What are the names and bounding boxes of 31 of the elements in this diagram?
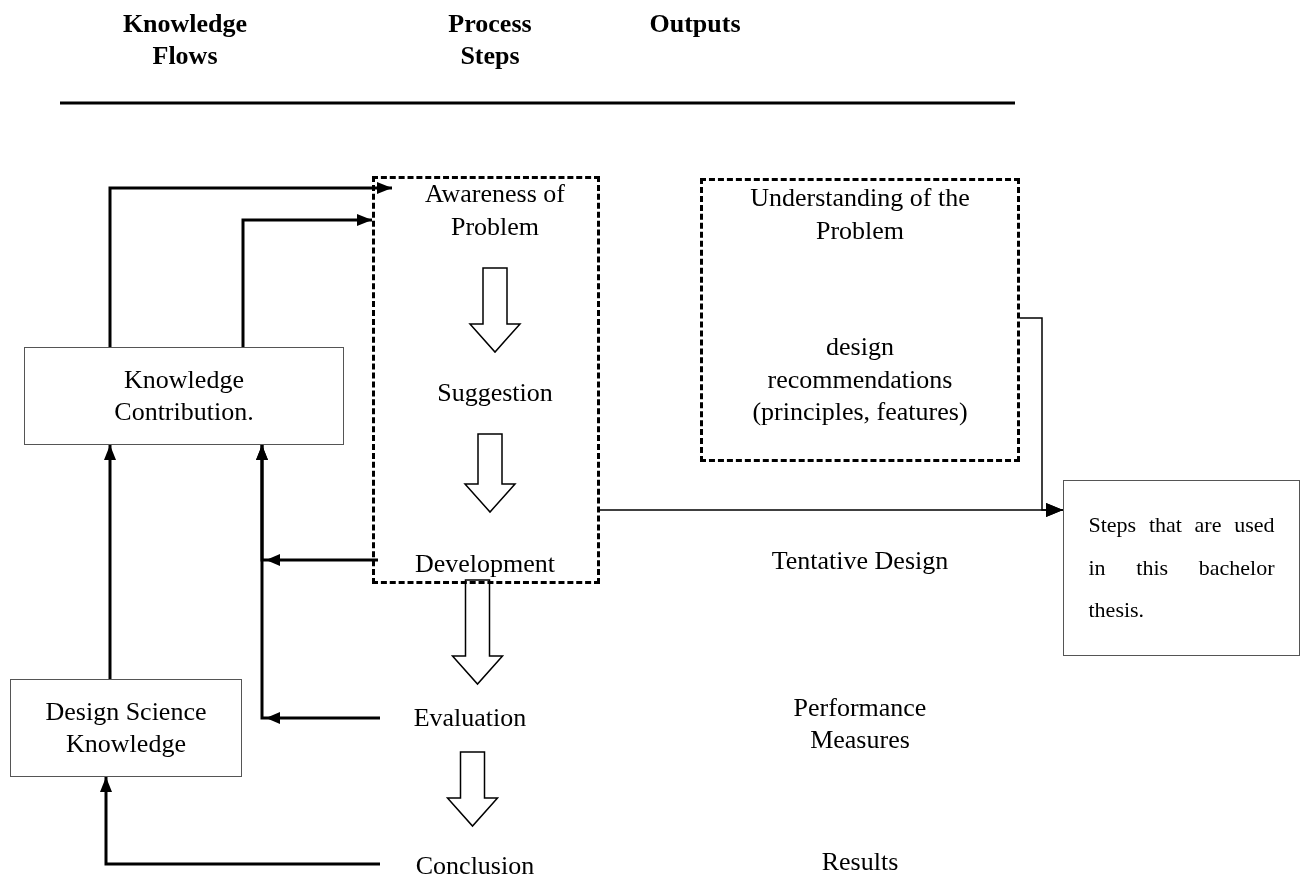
block-arrow — [450, 579, 505, 686]
output-label: Performance Measures — [792, 692, 928, 756]
node-text: Awareness of Problem — [424, 178, 566, 243]
node-text: Development — [414, 547, 556, 580]
block-arrow — [445, 751, 500, 828]
arrow — [100, 777, 380, 866]
arrow — [241, 214, 372, 347]
node-text: Knowledge Contribution. — [113, 363, 255, 428]
column-heading: Knowledge Flows — [121, 8, 249, 72]
node-text: Understanding of the Problem — [749, 182, 971, 247]
arrow — [104, 445, 116, 679]
text-box — [1063, 480, 1300, 656]
node-text: Suggestion — [437, 376, 553, 409]
arrow — [108, 182, 392, 347]
output-label: Results — [820, 846, 900, 878]
block-arrow — [468, 267, 522, 354]
node-text: Evaluation — [413, 701, 527, 734]
node-text: design recommendations (principles, features) — [751, 331, 969, 429]
dashed-group-box — [372, 176, 600, 584]
output-label: Tentative Design — [770, 545, 950, 577]
arrow — [1019, 317, 1064, 517]
node-text: Conclusion — [415, 849, 535, 882]
note-text: Steps that are used in this bachelor thesis. — [1088, 510, 1275, 625]
text-box — [10, 679, 242, 777]
column-heading: Outputs — [648, 8, 742, 40]
node-text: Design Science Knowledge — [44, 695, 208, 760]
text-box — [24, 347, 344, 445]
block-arrow — [463, 433, 517, 514]
dashed-group-box — [700, 178, 1020, 462]
column-heading: Process Steps — [447, 8, 533, 72]
arrow — [256, 445, 380, 724]
